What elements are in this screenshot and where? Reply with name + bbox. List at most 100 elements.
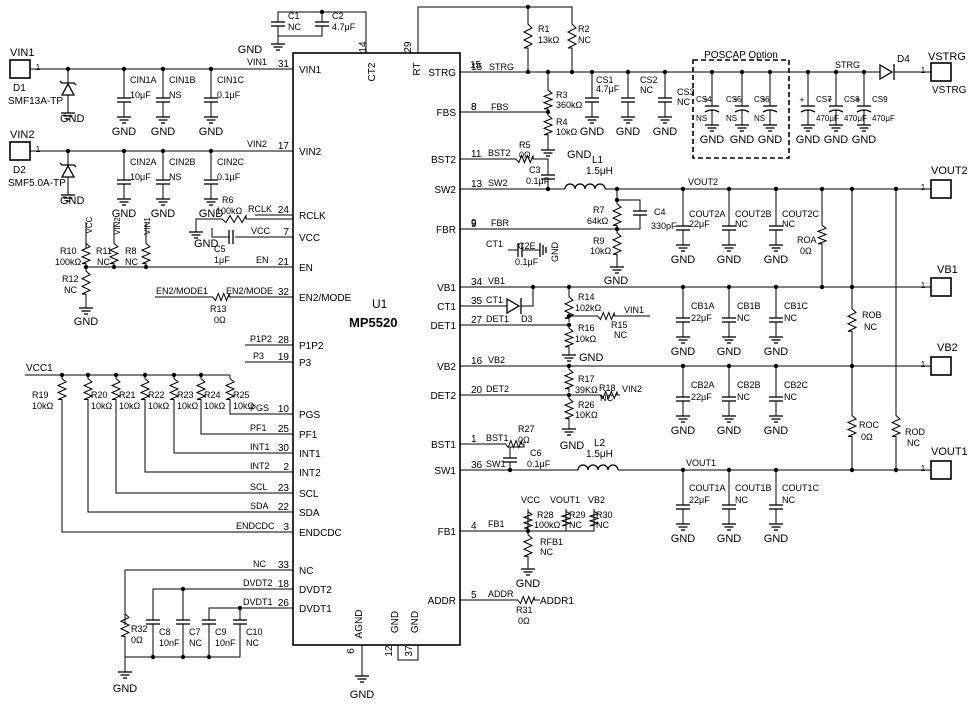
- net-label-fb1: FB1: [488, 519, 505, 529]
- capacitor-value: 10μF: [130, 172, 151, 182]
- connector-label-vout2: VOUT2: [931, 165, 968, 177]
- resistor-value: 10KΩ: [575, 410, 598, 420]
- ground-symbol: [156, 113, 170, 124]
- capacitor-ref: CIN2C: [217, 157, 245, 167]
- resistor-r13: [210, 292, 232, 302]
- resistor-value: 10kΩ: [148, 401, 170, 411]
- junction-dot: [545, 186, 551, 192]
- capacitor-value: 470μF: [844, 114, 867, 123]
- net-label-p1p2: P1P2: [250, 334, 272, 344]
- ground-label: GND: [671, 254, 696, 266]
- capacitor-ref: C2E: [518, 241, 536, 251]
- pin-number-11: 11: [471, 149, 482, 160]
- ground-label: GND: [567, 149, 592, 161]
- junction-dot: [569, 69, 575, 75]
- capacitor-value: NC: [735, 219, 748, 229]
- net-label-ct1: CT1: [486, 295, 503, 305]
- resistor-r14: [563, 293, 575, 322]
- net-label-rclk: RCLK: [248, 204, 272, 214]
- net-label-en: EN: [256, 255, 269, 265]
- resistor-value: 360kΩ: [556, 100, 583, 110]
- capacitor-ref: CIN1A: [130, 75, 157, 85]
- resistor-r3: [542, 87, 554, 112]
- inductor-ref: L2: [594, 438, 606, 449]
- inductor-coil: [564, 183, 606, 190]
- junction-dot: [819, 284, 825, 290]
- capacitor-cb2a: [676, 386, 690, 412]
- capacitor-value: NC: [189, 638, 202, 648]
- resistor-r20: [82, 375, 94, 403]
- resistor-r26: [563, 395, 575, 422]
- resistor-ref: R31: [516, 605, 533, 615]
- resistor-value: 10kΩ: [575, 334, 597, 344]
- capacitor-cin1b: [156, 87, 170, 113]
- capacitor-value: 0.1μF: [527, 459, 551, 469]
- capacitor-cs1: [585, 87, 599, 113]
- pin-number-37: 37: [404, 645, 415, 657]
- capacitor-value: 4.7μF: [332, 22, 356, 32]
- resistor-ref: ROD: [905, 427, 926, 437]
- connector-vstrg: [930, 62, 952, 82]
- resistor-value: NC: [864, 322, 877, 332]
- pin-name-bst2: BST2: [431, 155, 456, 166]
- resistor-r31: [515, 595, 537, 605]
- resistor-ref: R27: [518, 424, 535, 434]
- pin-name-fbs: FBS: [437, 108, 457, 119]
- capacitor-value: NS: [754, 114, 765, 123]
- connector-label-vb2: VB2: [937, 342, 958, 354]
- capacitor-value: 22μF: [689, 495, 710, 505]
- resistor-ref: R11: [96, 246, 112, 256]
- pin-number-7: 7: [283, 227, 289, 238]
- junction-dot: [206, 654, 212, 660]
- pin-name-int2: INT2: [299, 468, 321, 479]
- ground-label: GND: [717, 346, 742, 358]
- net-label-vb2: VB2: [588, 495, 605, 505]
- ground-symbol: [769, 241, 783, 252]
- capacitor-ref: CB1A: [691, 301, 715, 311]
- resistor-rod: [890, 412, 902, 440]
- pin-name-vb2: VB2: [437, 362, 456, 373]
- net-label-vin2: VIN2: [113, 217, 122, 235]
- connector-body: [9, 59, 31, 79]
- pin-name-strg: STRG: [428, 68, 456, 79]
- wire: [195, 218, 218, 228]
- wire: [208, 607, 293, 620]
- ground-label: GND: [60, 113, 85, 125]
- resistor-r28: [522, 509, 534, 531]
- resistor-value: NC: [907, 438, 920, 448]
- pin-number-19: 19: [278, 352, 290, 363]
- resistor-value: 0Ω: [519, 150, 531, 160]
- resistor-ref: ROC: [859, 420, 880, 430]
- resistor-value: 0Ω: [131, 635, 143, 645]
- ground-symbol: [705, 121, 719, 132]
- ground-symbol: [355, 672, 369, 683]
- pin-number-17: 17: [278, 141, 290, 152]
- capacitor-cout1b: [722, 494, 736, 520]
- ground-symbol: [117, 113, 131, 124]
- capacitor-value: 4.7μF: [596, 84, 620, 94]
- inductor-l2: [577, 464, 619, 471]
- ground-label: GND: [671, 425, 696, 437]
- resistor-value: 10kΩ: [177, 401, 199, 411]
- resistor-r16: [563, 325, 575, 350]
- pin-number-6: 6: [346, 648, 357, 654]
- ground-symbol: [621, 113, 635, 124]
- ground-label: GND: [852, 134, 877, 146]
- resistor-r17: [563, 366, 575, 392]
- net-label-addr: ADDR: [488, 589, 514, 599]
- net-label-bst1: BST1: [486, 433, 509, 443]
- net-label-strg: STRG: [489, 62, 514, 72]
- connector-pin: 1: [921, 281, 926, 290]
- ic-part-number: MP5520: [349, 315, 397, 330]
- capacitor-cs5: [734, 95, 750, 121]
- connector-vout1: [930, 460, 952, 480]
- junction-dot: [237, 605, 243, 611]
- capacitor-value: 22μF: [689, 219, 710, 229]
- ground-symbol: [722, 333, 736, 344]
- capacitor-ref: C7: [189, 627, 201, 637]
- resistor-value: NC: [578, 35, 591, 45]
- connector-net-vstrg: VSTRG: [932, 85, 967, 96]
- net-label-vcc: VCC: [85, 216, 94, 233]
- ground-label: GND: [717, 425, 742, 437]
- resistor-value: NC: [614, 330, 627, 340]
